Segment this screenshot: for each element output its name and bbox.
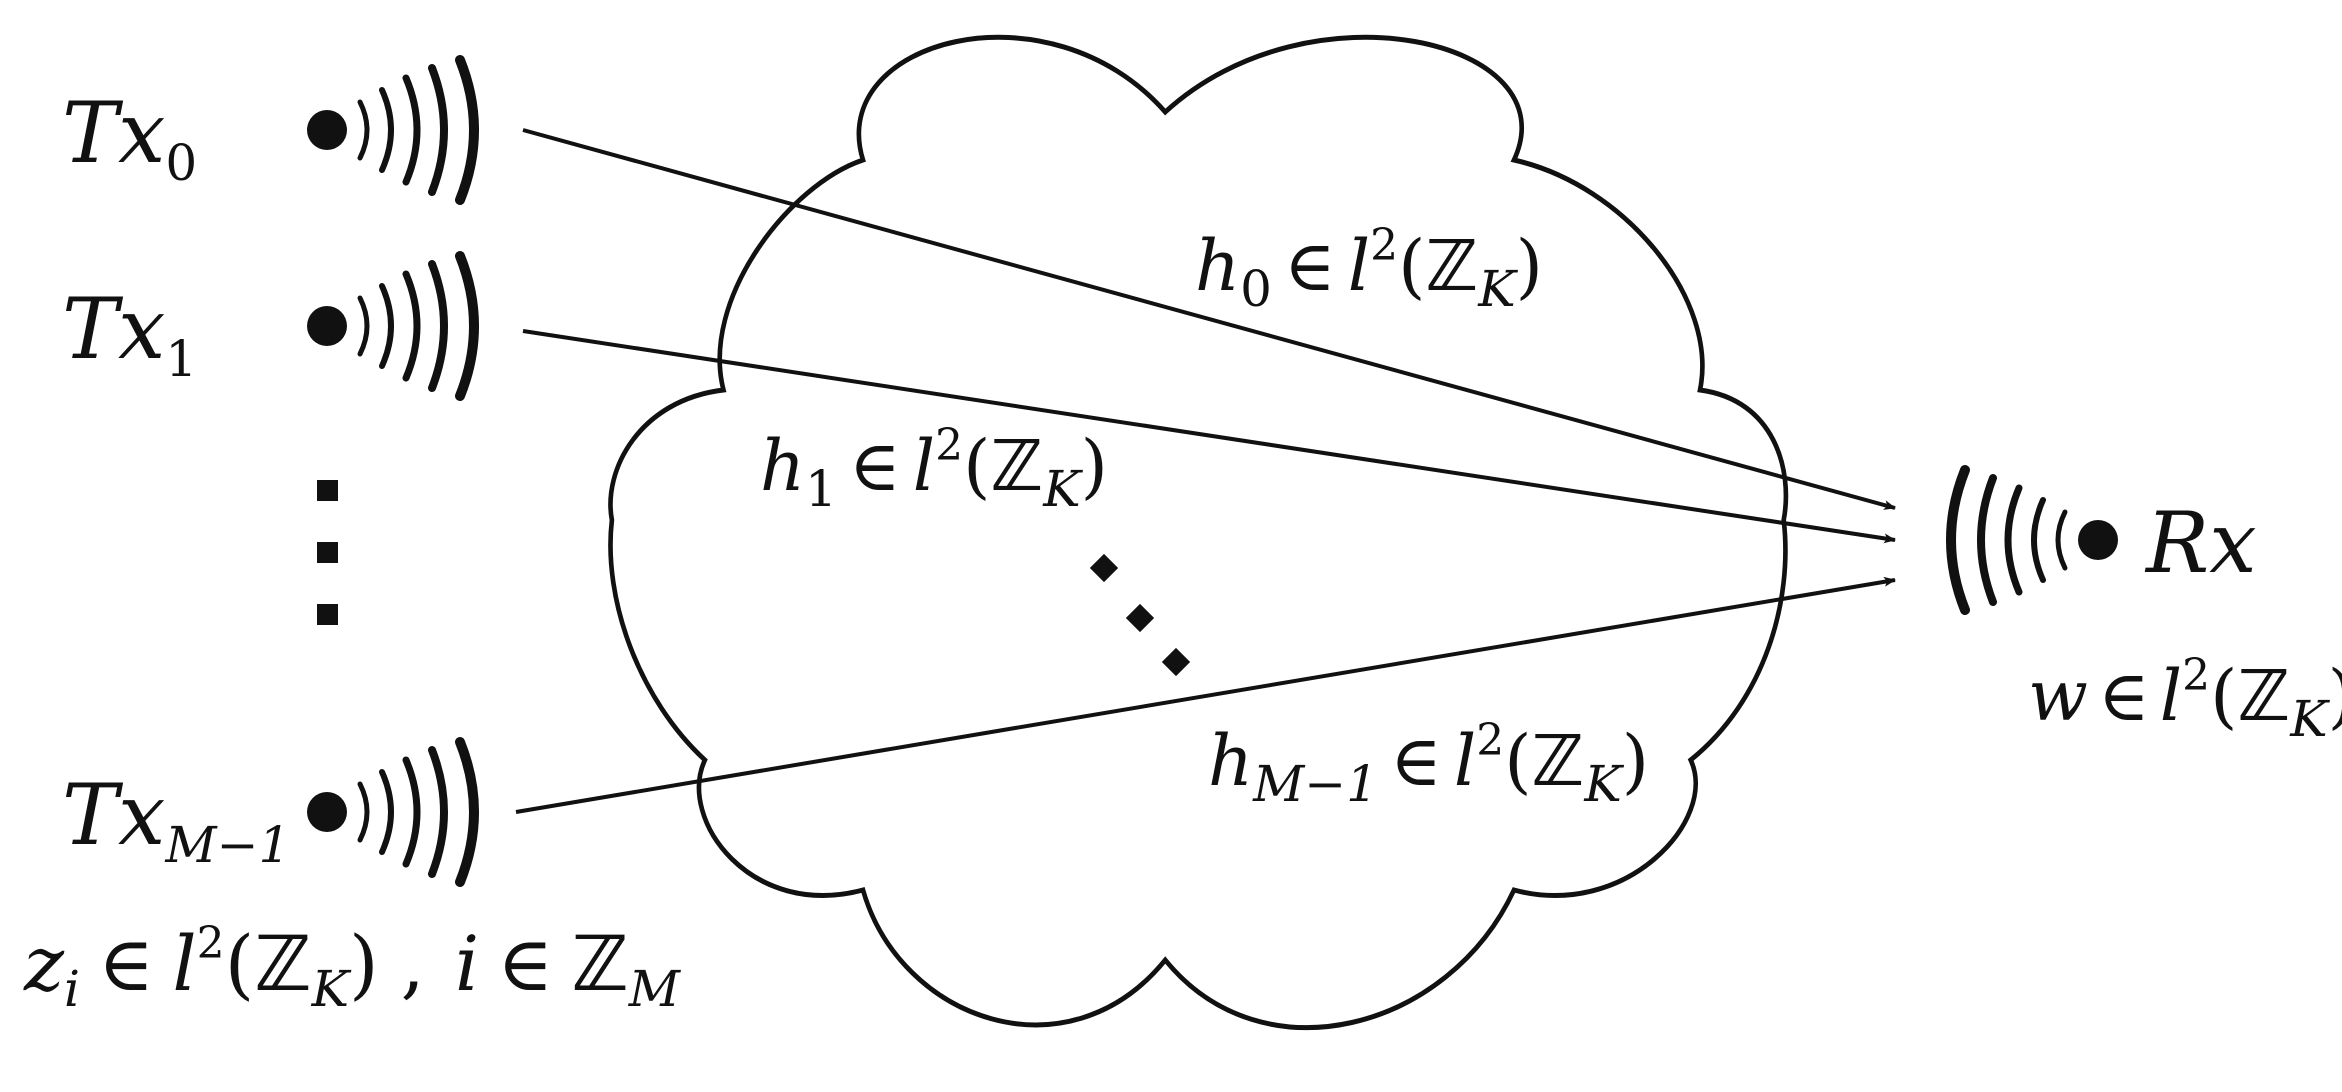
- vertical-ellipsis-icon: [317, 480, 338, 625]
- txm1-node: [307, 792, 347, 832]
- channel-hm1-label: hM−1∈l2(ℤK): [1208, 715, 1649, 813]
- channel-h1-label: h1∈l2(ℤK): [760, 420, 1108, 518]
- antenna-wave-icon: [357, 251, 479, 401]
- tx1-node: [307, 306, 347, 346]
- antenna-wave-icon: [357, 737, 479, 887]
- tx0-node: [307, 110, 347, 150]
- arrow: [515, 576, 1896, 814]
- txm1-label: TxM−1: [62, 766, 290, 874]
- cloud-shape: [608, 34, 1789, 1031]
- rx-node: [2078, 520, 2118, 560]
- tx1-label: Tx1: [62, 280, 197, 388]
- channel-h0-label: h0∈l2(ℤK): [1195, 220, 1543, 318]
- arrow: [522, 329, 1896, 544]
- receiver-signal-label: w∈l2(ℤK): [2028, 650, 2342, 748]
- tx0-label: Tx0: [62, 84, 197, 192]
- antenna-wave-icon: [357, 55, 479, 205]
- rx-label: Rx: [2144, 494, 2257, 592]
- arrow: [522, 128, 1896, 510]
- input-signal-label: zi∈l2(ℤK),i∈ℤM: [23, 918, 682, 1018]
- diagonal-ellipsis-icon: [1089, 553, 1191, 677]
- antenna-wave-icon: [1946, 465, 2068, 615]
